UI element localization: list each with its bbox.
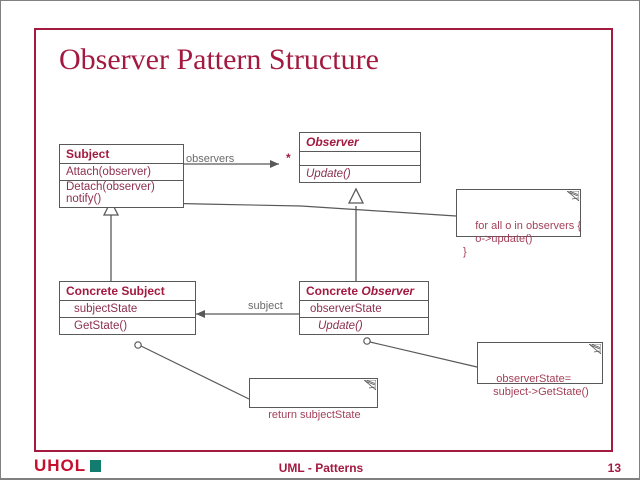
anchor-getstate-note <box>140 345 250 400</box>
brand-logo: UHOL <box>34 456 87 475</box>
generalization-arrowhead-observer <box>347 187 365 204</box>
class-name-concrete-observer-abstract: Observer <box>361 284 415 298</box>
anchor-dot-update <box>363 337 371 345</box>
brand-logo-square-icon <box>90 460 101 472</box>
edge-label-observers: observers <box>186 153 235 165</box>
note-fold-icon <box>364 380 376 390</box>
note-notify[interactable]: for all o in observers { o->update() } <box>456 189 581 258</box>
edge-label-subject: subject <box>248 300 283 312</box>
page-number: 13 <box>607 461 621 475</box>
anchor-update-note <box>369 341 478 368</box>
class-name-observer: Observer <box>300 133 420 152</box>
note-notify-text: for all o in observers { o->update() } <box>463 220 582 258</box>
class-attributes-observer <box>300 152 420 166</box>
class-method-getstate: GetState() <box>74 320 128 332</box>
class-box-observer[interactable]: Observer Update() <box>299 132 421 183</box>
class-attribute-observer-state: observerState <box>300 301 428 318</box>
note-fold-icon <box>589 344 601 354</box>
page-title: Observer Pattern Structure <box>59 43 379 76</box>
generalization-arrowhead-subject <box>102 199 120 216</box>
class-method-update-concrete: Update() <box>318 320 363 332</box>
note-update[interactable]: observerState= subject->GetState() <box>477 342 603 398</box>
class-method-detach: Detach(observer) <box>66 181 155 193</box>
anchor-dot-getstate <box>134 341 142 349</box>
class-method-notify: notify() <box>66 193 102 205</box>
class-method-update-observer: Update() <box>306 168 351 180</box>
note-fold-icon <box>567 191 579 201</box>
class-name-concrete-observer: Concrete Observer <box>300 282 428 301</box>
class-method-attach: Attach(observer) <box>60 164 183 181</box>
class-box-subject[interactable]: Subject Attach(observer) Detach(observer… <box>59 144 184 208</box>
class-name-subject: Subject <box>60 145 183 164</box>
edge-multiplicity-observers: * <box>286 151 291 165</box>
class-box-concrete-observer[interactable]: Concrete Observer observerState Update() <box>299 281 429 335</box>
class-box-concrete-subject[interactable]: Concrete Subject subjectState GetState() <box>59 281 196 335</box>
footer-divider <box>1 478 639 479</box>
class-name-concrete-observer-lead: Concrete <box>306 284 362 298</box>
class-name-concrete-subject: Concrete Subject <box>60 282 195 301</box>
note-getstate-text: return subjectState <box>268 409 361 421</box>
footer-title: UML - Patterns <box>278 461 364 475</box>
note-getstate[interactable]: return subjectState <box>249 378 378 421</box>
class-attribute-subject-state: subjectState <box>60 301 195 318</box>
note-update-text: observerState= subject->GetState() <box>493 373 589 398</box>
